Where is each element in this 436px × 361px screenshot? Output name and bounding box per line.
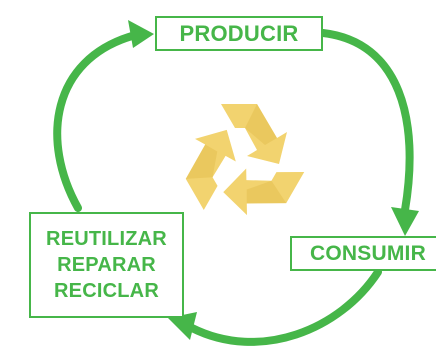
step-reciclar-label: RECICLAR [54,280,159,302]
step-consumir-label: CONSUMIR [310,242,426,265]
step-producir-label: PRODUCIR [179,21,299,46]
step-consumir: CONSUMIR [290,236,436,271]
step-reutilizar-reparar-reciclar: REUTILIZAR REPARAR RECICLAR [29,212,184,318]
arrow-top-to-right [319,29,414,214]
recycle-icon [185,104,305,216]
step-producir: PRODUCIR [155,16,323,51]
arrow-left-to-top [53,32,136,212]
arrowhead-right [391,207,419,236]
step-reparar-label: REPARAR [57,254,156,276]
arrowhead-top-left [128,20,154,48]
arrowhead-bottom-left [168,312,197,340]
arrow-right-to-left [188,268,382,346]
step-reutilizar-label: REUTILIZAR [46,228,167,250]
